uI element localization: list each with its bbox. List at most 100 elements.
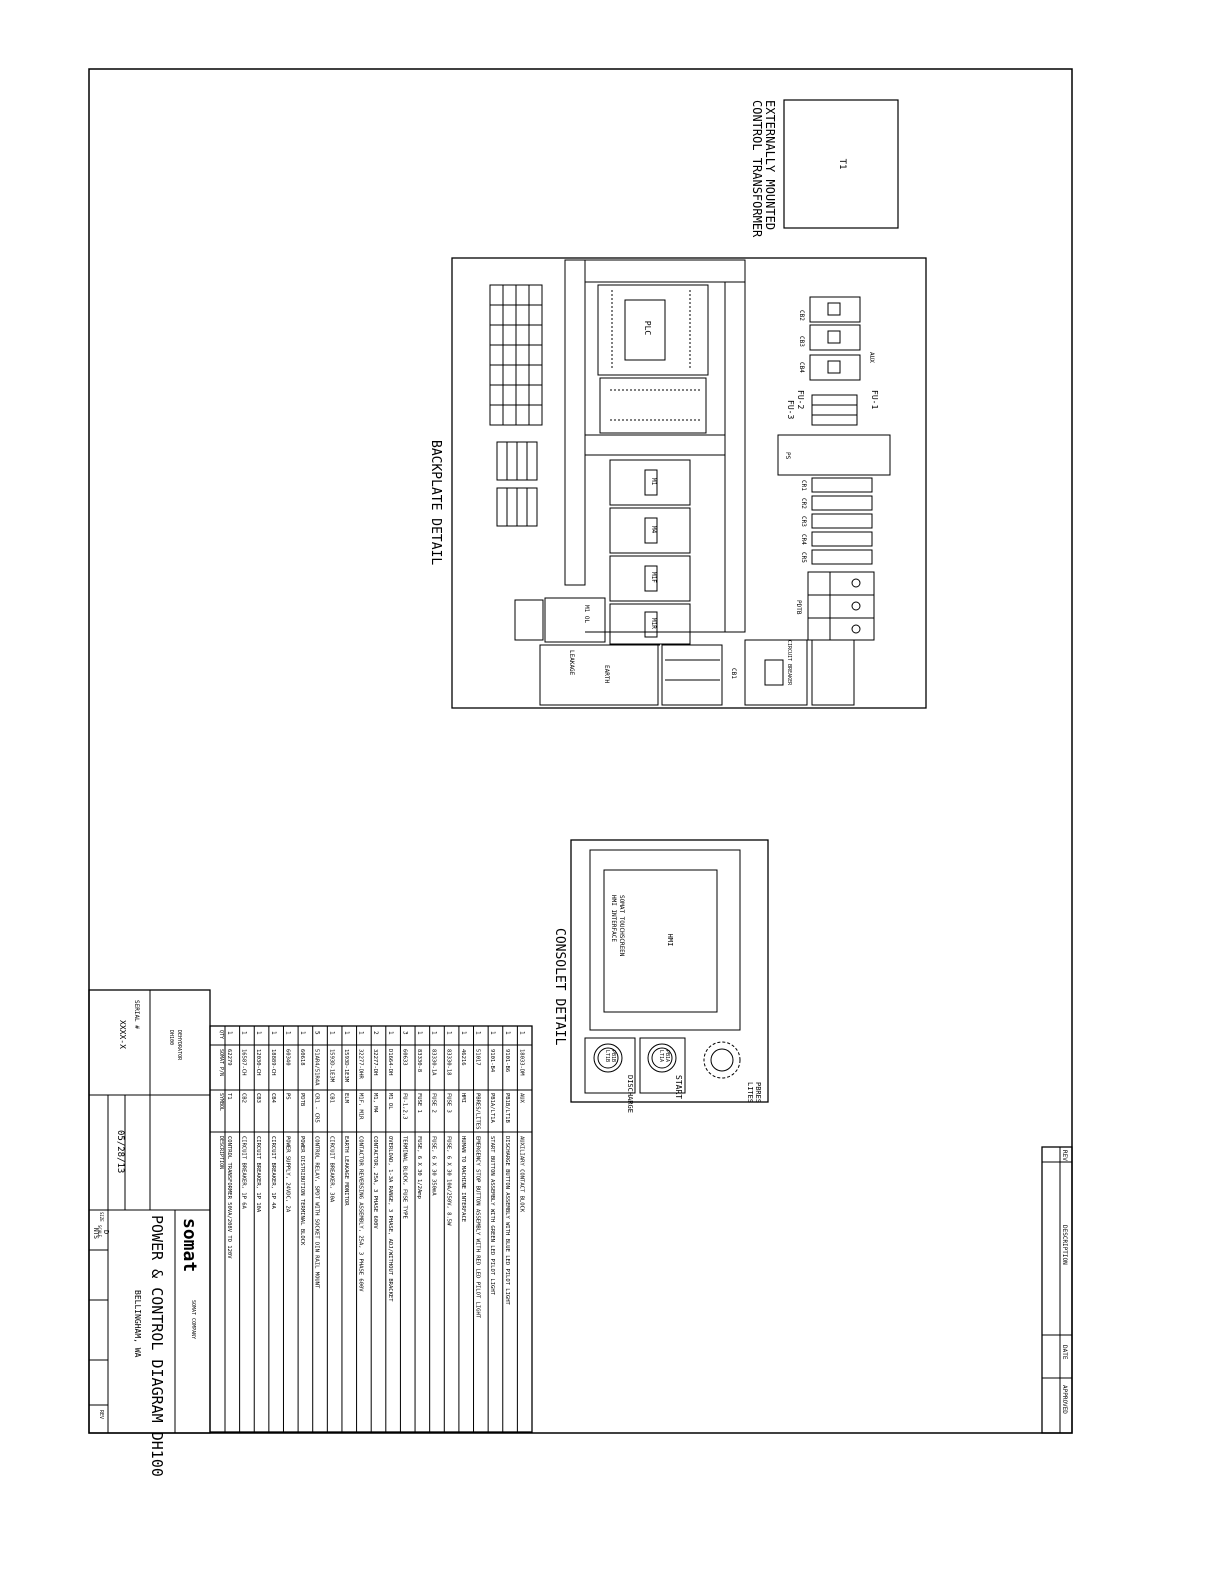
drawing-border: [88, 68, 1073, 1434]
earth-leakage-monitor: [539, 644, 659, 706]
bom-row-qty: 1: [270, 1031, 277, 1035]
bom-row-part: 60340: [284, 1049, 290, 1066]
bom-row-part: 9101-B6: [504, 1049, 510, 1072]
model-label: DEHYDRATOR: [176, 1030, 182, 1061]
bom-row-qty: 2: [372, 1031, 379, 1035]
t1-label: T1: [837, 159, 847, 170]
fu2-label: FU-2: [796, 390, 805, 409]
ext-transformer-label-1: EXTERNALLY MOUNTED: [763, 100, 777, 230]
bom-row-description: AUXILIARY CONTACT BLOCK: [518, 1136, 524, 1213]
elm-label-2: LEAKAGE: [568, 650, 575, 676]
bom-row-description: CONTACTOR, 25A, 3 PHASE 600V: [372, 1136, 378, 1229]
m4-label: M4: [650, 526, 657, 534]
size-label: SIZE: [99, 1212, 104, 1222]
bom-row-description: CIRCUIT BREAKER, 30A: [328, 1136, 334, 1203]
m1-ol-label: M1 OL: [583, 605, 590, 623]
approved-column-label: APPROVED: [1061, 1385, 1068, 1414]
bom-row-qty: 1: [489, 1031, 496, 1035]
bom-row-symbol: PB1B/LT1B: [504, 1093, 510, 1123]
plc-label: PLC: [643, 321, 652, 336]
serial-label: SERIAL #: [133, 1000, 140, 1029]
bom-row-description: TERMINAL BLOCK, FUSE TYPE: [401, 1136, 407, 1219]
drawing-location: BELLINGHAM, WA: [133, 1290, 142, 1358]
bom-row-description: CONTROL TRANSFORMER 50VA/208V TO 120V: [226, 1136, 232, 1259]
discharge-button-icon: [593, 1043, 623, 1073]
bom-row-description: HUMAN TO MACHINE INTERFACE: [460, 1136, 466, 1222]
cr1-label: CR1: [800, 480, 807, 491]
bom-header-description: DESCRIPTION: [218, 1136, 224, 1169]
bom-row-part: 32277-DHR: [358, 1049, 364, 1079]
control-relays: [811, 477, 873, 565]
fu1-label: FU-1: [870, 390, 879, 409]
m1f-label: M1F: [650, 572, 657, 583]
bom-row-symbol: AUX: [518, 1093, 524, 1104]
title-block: [88, 989, 211, 1434]
lt1a-label: LT1A: [658, 1050, 664, 1062]
bom-row-symbol: CB4: [270, 1093, 276, 1104]
drawing-title: POWER & CONTROL DIAGRAM DH100: [148, 1215, 166, 1477]
bom-row-symbol: FUSE 1: [416, 1093, 422, 1113]
cr4-label: CR4: [800, 534, 807, 545]
bom-row-part: 1593D-1E3M: [328, 1049, 334, 1083]
contactors: [609, 459, 691, 645]
terminal-block-strip-1: [489, 284, 543, 426]
bom-row-symbol: M1F, M1R: [358, 1093, 364, 1120]
bom-row-qty: 1: [387, 1031, 394, 1035]
bom-row-part: 16587-CH: [241, 1049, 247, 1076]
bom-row-qty: 1: [255, 1031, 262, 1035]
bom-row-part: 83330-8: [416, 1049, 422, 1072]
description-column-label: DESCRIPTION: [1061, 1225, 1068, 1265]
touchscreen-label-2: HMI INTERFACE: [610, 895, 617, 942]
bom-row-description: EARTH LEAKAGE MONITOR: [343, 1136, 349, 1206]
bom-row-part: 12030-CH: [255, 1049, 261, 1076]
fuse-blocks: [811, 394, 858, 426]
scale-label: SCALE: [97, 1225, 102, 1238]
bom-header-qty: QTY: [218, 1030, 224, 1039]
emergency-stop-icon: [703, 1041, 741, 1079]
lites-label: LITES: [746, 1082, 754, 1103]
start-button-frame: [639, 1037, 686, 1094]
bom-row-description: EMERGENCY STOP BUTTON ASSEMBLY WITH RED …: [475, 1136, 481, 1319]
cb3-label: CB3: [798, 336, 805, 347]
bom-row-part: 51017: [475, 1049, 481, 1066]
bom-row-qty: 1: [431, 1031, 438, 1035]
bom-row-qty: 1: [226, 1031, 233, 1035]
bom-row-symbol: PBRES/LITES: [475, 1093, 481, 1129]
bom-row-qty: 1: [460, 1031, 467, 1035]
bom-row-part: 60633: [401, 1049, 407, 1066]
discharge-button-frame: [584, 1037, 636, 1094]
bom-row-description: START BUTTON ASSEMBLY WITH GREEN LED PIL…: [489, 1136, 495, 1296]
bom-row-qty: 3: [401, 1031, 408, 1035]
din-rail-1: [564, 259, 586, 586]
bom-header-part: SOMAT P/N: [218, 1049, 224, 1076]
revision-block: [1041, 1146, 1073, 1434]
pb1a-label: PB1A: [664, 1050, 670, 1062]
start-label: START: [674, 1075, 683, 1099]
bom-row-symbol: HMI: [460, 1093, 466, 1103]
bom-row-symbol: T1: [226, 1093, 232, 1100]
bom-row-symbol: M1 OL: [387, 1093, 393, 1110]
bom-row-part: 46216: [460, 1049, 466, 1066]
bom-row-description: FUSE, 6 X 30 10A/250V, 8.5W: [445, 1136, 451, 1226]
hmi-label: HMI: [666, 934, 674, 947]
bom-row-part: 18889-CH: [270, 1049, 276, 1076]
bom-row-qty: 1: [284, 1031, 291, 1035]
bom-row-description: POWER DISTRIBUTION TERMINAL BLOCK: [299, 1136, 305, 1246]
pdtb-label: PDTB: [795, 600, 802, 615]
bom-row-symbol: PB1A/LT1A: [489, 1093, 495, 1123]
discharge-label: DISCHARGE: [626, 1075, 634, 1113]
company-logo: somat: [179, 1218, 200, 1272]
drawing-scale: NTS: [92, 1228, 99, 1239]
circuit-breakers-cb2-cb4: [809, 296, 861, 381]
bom-row-part: 32277-DH: [372, 1049, 378, 1076]
overload: [544, 597, 606, 643]
bom-row-symbol: FUSE 2: [431, 1093, 437, 1113]
bom-row-part: 83330-18: [445, 1049, 451, 1076]
bom-row-description: CIRCUIT BREAKER, 1P 10A: [255, 1136, 261, 1213]
bom-row-symbol: CB2: [241, 1093, 247, 1103]
cr3-label: CR3: [800, 516, 807, 527]
rev-label: REV: [98, 1410, 104, 1419]
cb4-label: CB4: [798, 362, 805, 373]
